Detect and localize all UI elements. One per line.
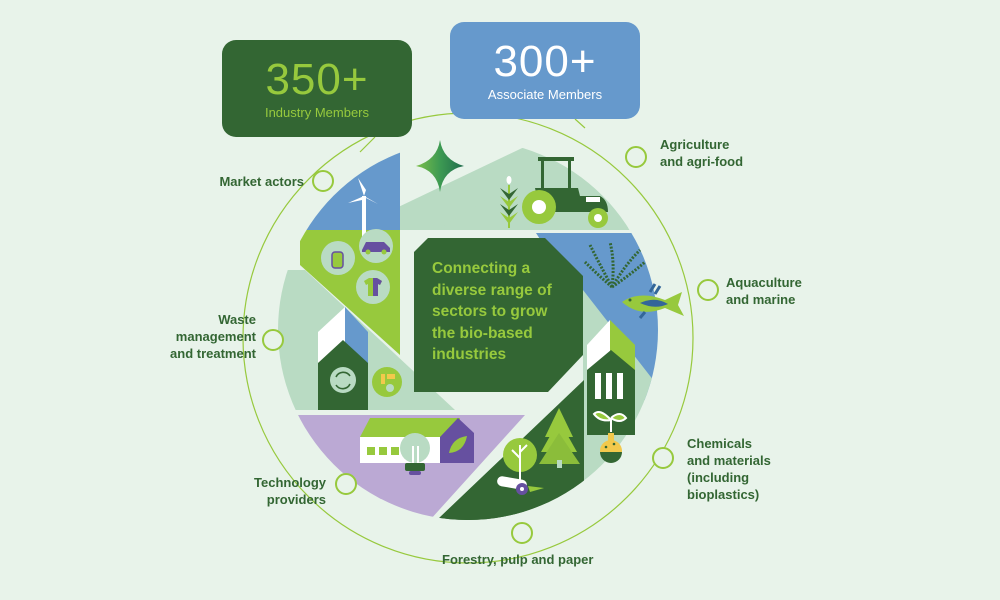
car-icon <box>359 229 393 263</box>
center-tagline: Connecting a diverse range of sectors to… <box>432 258 572 366</box>
label-chemicals: Chemicals and materials (including biopl… <box>687 435 771 503</box>
label-forestry: Forestry, pulp and paper <box>442 551 593 568</box>
label-line: and treatment <box>170 346 256 361</box>
label-line: and materials <box>687 453 771 468</box>
waste-bin-icon <box>372 367 402 397</box>
center-panel <box>414 238 583 392</box>
tagline-line: the bio-based <box>432 324 533 342</box>
label-line: and agri-food <box>660 154 744 169</box>
marker-waste[interactable] <box>262 329 284 351</box>
label-line: Agriculture <box>660 137 730 152</box>
label-market-actors: Market actors <box>180 173 304 190</box>
seaweed-icon <box>583 241 646 289</box>
tagline-line: diverse range of <box>432 281 552 299</box>
tractor-icon <box>522 157 608 228</box>
associate-members-card: 300+ Associate Members <box>450 22 640 119</box>
label-line: bioplastics) <box>687 487 760 502</box>
tree-icon <box>539 408 580 468</box>
label-agriculture: Agriculture and agri-food <box>660 136 743 170</box>
wheat-icon <box>500 176 518 228</box>
wind-turbine-icon <box>348 178 378 238</box>
label-waste: Waste management and treatment <box>130 311 256 362</box>
tagline-line: Connecting a <box>432 260 531 277</box>
marker-market-actors[interactable] <box>312 170 334 192</box>
industry-members-card: 350+ Industry Members <box>222 40 412 137</box>
label-line: Chemicals <box>687 436 753 451</box>
tagline-line: industries <box>432 346 507 363</box>
marker-chemicals[interactable] <box>652 447 674 469</box>
label-line: (including <box>687 470 750 485</box>
waste-building-icon <box>318 307 368 410</box>
label-line: and marine <box>726 292 796 307</box>
t-shirt-icon <box>356 270 390 304</box>
industry-members-count: 350+ <box>265 55 369 104</box>
marker-aquaculture[interactable] <box>697 279 719 301</box>
sparkle-icon <box>416 140 464 192</box>
fish-icon <box>622 283 684 319</box>
sapling-icon <box>497 438 544 495</box>
lightbulb-icon <box>400 433 430 475</box>
label-technology: Technology providers <box>220 474 326 508</box>
chemicals-building-icon <box>587 320 635 435</box>
label-line: providers <box>266 492 326 507</box>
associate-members-count: 300+ <box>493 37 597 86</box>
label-line: Forestry, pulp and paper <box>442 552 594 567</box>
marker-forestry[interactable] <box>511 522 533 544</box>
marker-agriculture[interactable] <box>625 146 647 168</box>
label-line: Aquaculture <box>726 275 802 290</box>
label-line: Market actors <box>219 174 304 189</box>
flask-icon <box>600 433 622 463</box>
tagline-line: sectors to grow <box>432 303 548 320</box>
industry-members-caption: Industry Members <box>264 105 370 120</box>
label-line: Technology <box>254 475 326 490</box>
marker-technology[interactable] <box>335 473 357 495</box>
detergent-bottle-icon <box>321 241 355 275</box>
label-aquaculture: Aquaculture and marine <box>726 274 802 308</box>
label-line: management <box>175 329 256 344</box>
associate-members-caption: Associate Members <box>487 87 603 102</box>
label-line: Waste <box>218 312 256 327</box>
